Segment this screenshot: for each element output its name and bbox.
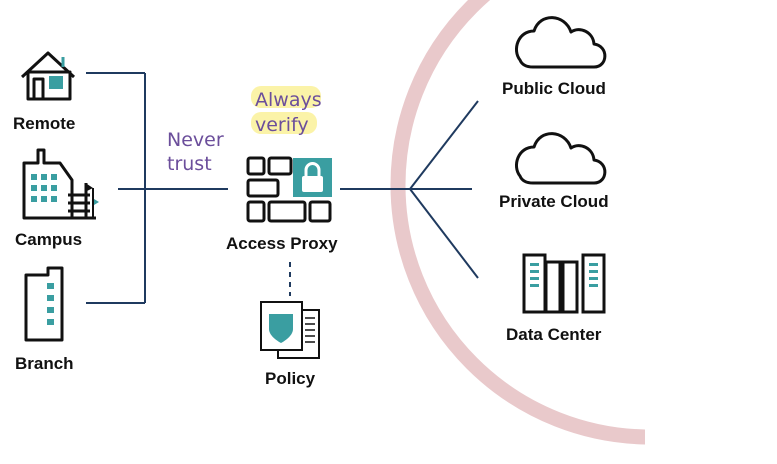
- perimeter-ring: [390, 0, 645, 445]
- left-connectors: [86, 72, 228, 304]
- cloud-icon: [515, 132, 607, 185]
- branch-building-icon: [24, 266, 64, 342]
- label-remote: Remote: [13, 114, 76, 133]
- label-branch: Branch: [15, 354, 74, 373]
- access-proxy-icon: [246, 156, 332, 223]
- label-policy: Policy: [265, 369, 316, 388]
- policy-document-icon: [260, 301, 320, 359]
- label-public-cloud: Public Cloud: [502, 79, 606, 98]
- label-campus: Campus: [15, 230, 83, 249]
- label-access-proxy: Access Proxy: [226, 234, 338, 253]
- highlight-verify: [251, 112, 317, 134]
- label-data-center: Data Center: [506, 325, 602, 344]
- annotation-verify: verify: [255, 114, 309, 136]
- house-icon: [20, 51, 76, 101]
- right-connectors: [340, 100, 479, 279]
- annotation-always: Always: [255, 89, 322, 111]
- annotation-never: Never: [167, 129, 224, 151]
- highlight-always: [251, 86, 321, 108]
- annotation-trust: trust: [167, 153, 212, 175]
- label-private-cloud: Private Cloud: [499, 192, 609, 211]
- cloud-icon: [515, 16, 607, 69]
- server-rack-icon: [522, 253, 606, 314]
- campus-building-icon: [22, 148, 99, 220]
